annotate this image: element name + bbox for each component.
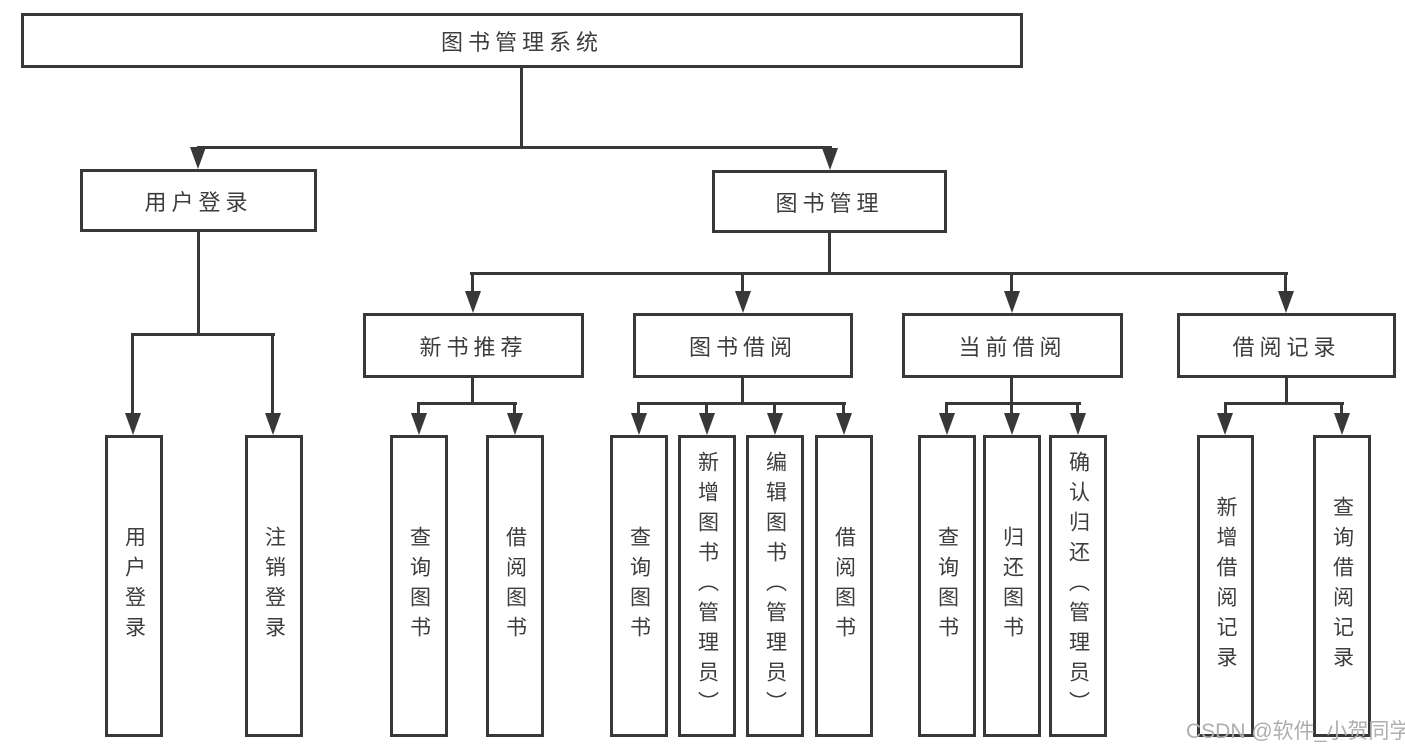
leaf-add-borrow-record: 新增借阅记录 [1197, 435, 1254, 737]
connector-drop [1010, 402, 1013, 416]
arrow-down [125, 413, 141, 435]
connector-drop [1076, 402, 1079, 416]
connector-drop [471, 272, 474, 294]
arrow-down [507, 413, 523, 435]
arrow-down [265, 413, 281, 435]
node-root: 图书管理系统 [21, 13, 1023, 68]
connector-borrow-record-hbar [1224, 402, 1344, 405]
leaf-edit-book-admin-label: 编辑图书（管理员） [763, 451, 787, 721]
node-new-book-rec-label: 新书推荐 [419, 334, 528, 360]
arrow-down [735, 291, 751, 313]
leaf-rec-borrow-book: 借阅图书 [486, 435, 544, 737]
connector-drop [1340, 402, 1343, 416]
leaf-add-book-admin: 新增图书（管理员） [678, 435, 736, 737]
node-root-label: 图书管理系统 [440, 29, 603, 55]
leaf-query-borrow-record: 查询借阅记录 [1313, 435, 1371, 737]
arrow-down [631, 413, 647, 435]
connector-drop [271, 333, 274, 415]
arrow-down [1217, 413, 1233, 435]
connector-drop [131, 333, 134, 415]
node-new-book-rec: 新书推荐 [363, 313, 584, 378]
connector-drop [637, 402, 640, 416]
leaf-edit-book-admin: 编辑图书（管理员） [746, 435, 804, 737]
connector-root-stem [520, 68, 523, 148]
connector-drop [513, 402, 516, 416]
node-book-mgmt-label: 图书管理 [775, 190, 884, 216]
arrow-down [1278, 291, 1294, 313]
connector-drop [945, 402, 948, 416]
node-user-login-label: 用户登录 [144, 189, 253, 215]
node-borrow-record-label: 借阅记录 [1232, 334, 1341, 360]
leaf-user-login-label: 用户登录 [122, 526, 146, 646]
arrow-down [411, 413, 427, 435]
node-book-borrow: 图书借阅 [633, 313, 853, 378]
node-book-borrow-label: 图书借阅 [688, 334, 797, 360]
leaf-current-query-book-label: 查询图书 [935, 526, 959, 646]
arrow-down [767, 413, 783, 435]
leaf-borrow-book-label: 借阅图书 [832, 526, 856, 646]
leaf-return-book-label: 归还图书 [1000, 526, 1024, 646]
arrow-down [1004, 291, 1020, 313]
node-user-login: 用户登录 [80, 169, 317, 232]
leaf-borrow-query-book: 查询图书 [610, 435, 668, 737]
leaf-rec-query-book: 查询图书 [390, 435, 448, 737]
leaf-rec-query-book-label: 查询图书 [407, 526, 431, 646]
arrow-down [1334, 413, 1350, 435]
connector-borrow-record-stem [1285, 378, 1288, 404]
leaf-confirm-return-admin-label: 确认归还（管理员） [1066, 451, 1090, 721]
arrow-down [699, 413, 715, 435]
leaf-query-borrow-record-label: 查询借阅记录 [1330, 496, 1354, 676]
connector-book-borrow-stem [741, 378, 744, 404]
leaf-current-query-book: 查询图书 [918, 435, 976, 737]
node-borrow-record: 借阅记录 [1177, 313, 1396, 378]
connector-drop [1224, 402, 1227, 416]
csdn-watermark: CSDN @软件_小贺同学 [1186, 720, 1405, 743]
node-current-borrow-label: 当前借阅 [958, 334, 1067, 360]
leaf-borrow-book: 借阅图书 [815, 435, 873, 737]
arrow-down-to-book-mgmt [822, 148, 838, 170]
connector-new-book-rec-hbar [417, 402, 517, 405]
connector-drop [741, 272, 744, 294]
arrow-down [1004, 413, 1020, 435]
connector-user-login-stem [197, 232, 200, 335]
arrow-down [836, 413, 852, 435]
node-current-borrow: 当前借阅 [902, 313, 1123, 378]
connector-root-hbar [197, 146, 832, 149]
connector-drop [842, 402, 845, 416]
connector-drop [773, 402, 776, 416]
connector-drop [417, 402, 420, 416]
connector-drop [1284, 272, 1287, 294]
leaf-borrow-query-book-label: 查询图书 [627, 526, 651, 646]
connector-book-mgmt-stem [828, 233, 831, 274]
leaf-logout-label: 注销登录 [262, 526, 286, 646]
connector-current-borrow-hbar [945, 402, 1081, 405]
leaf-logout: 注销登录 [245, 435, 303, 737]
connector-book-mgmt-hbar [470, 272, 1288, 275]
node-book-mgmt: 图书管理 [712, 170, 947, 233]
connector-drop [1010, 272, 1013, 294]
connector-book-borrow-hbar [637, 402, 846, 405]
leaf-add-book-admin-label: 新增图书（管理员） [695, 451, 719, 721]
arrow-down [939, 413, 955, 435]
arrow-down [465, 291, 481, 313]
connector-drop [705, 402, 708, 416]
leaf-return-book: 归还图书 [983, 435, 1041, 737]
connector-current-borrow-stem [1010, 378, 1013, 404]
arrow-down [1070, 413, 1086, 435]
leaf-user-login: 用户登录 [105, 435, 163, 737]
connector-new-book-rec-stem [471, 378, 474, 404]
leaf-add-borrow-record-label: 新增借阅记录 [1214, 496, 1237, 676]
arrow-down-to-user-login [190, 147, 206, 169]
connector-user-login-hbar [131, 333, 275, 336]
leaf-rec-borrow-book-label: 借阅图书 [503, 526, 527, 646]
leaf-confirm-return-admin: 确认归还（管理员） [1049, 435, 1107, 737]
